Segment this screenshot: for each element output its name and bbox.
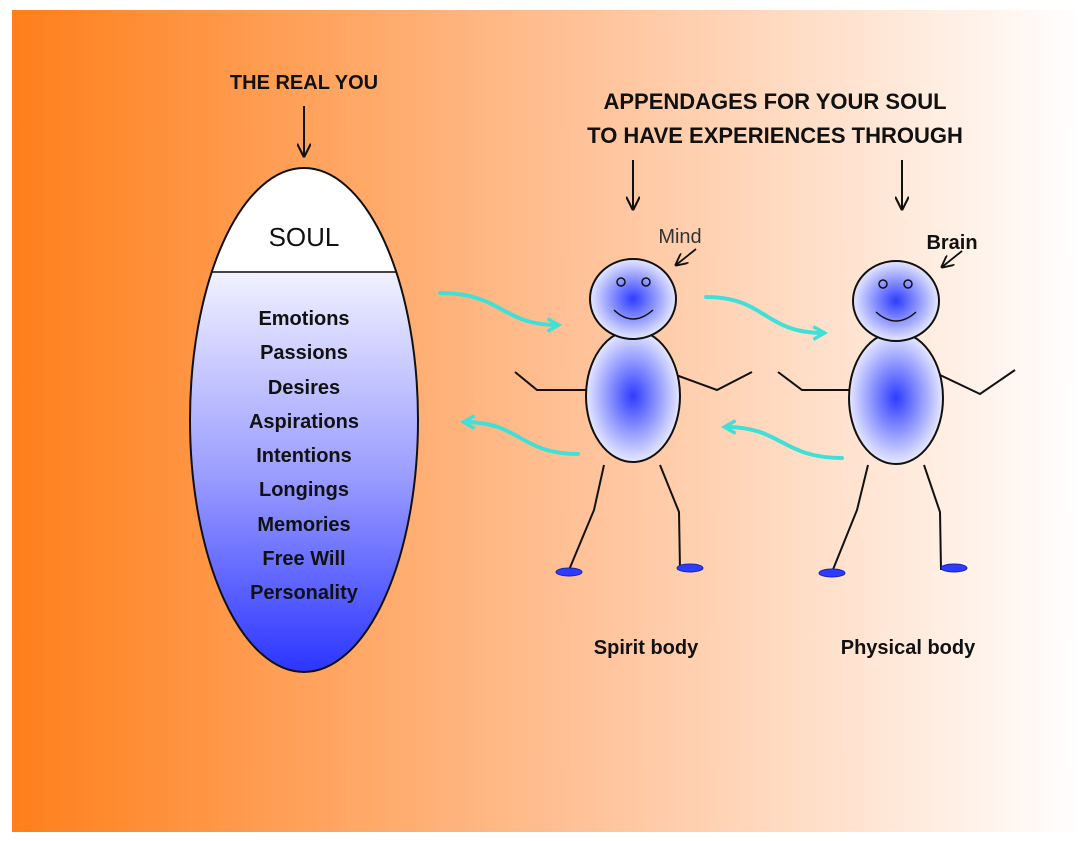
physical-head bbox=[853, 261, 939, 341]
real-you-title: THE REAL YOU bbox=[230, 72, 378, 95]
soul-attribute: Emotions bbox=[249, 302, 359, 336]
soul-attribute: Memories bbox=[249, 508, 359, 542]
spirit-left-foot bbox=[556, 568, 582, 576]
soul-attribute: Aspirations bbox=[249, 405, 359, 439]
brain-label: Brain bbox=[926, 232, 977, 255]
spirit-body-label: Spirit body bbox=[594, 637, 698, 660]
soul-attribute: Desires bbox=[249, 371, 359, 405]
spirit-torso bbox=[586, 330, 680, 462]
diagram-slide: THE REAL YOU APPENDAGES FOR YOUR SOUL TO… bbox=[12, 10, 1080, 832]
soul-attribute: Longings bbox=[249, 473, 359, 507]
spirit-right-foot bbox=[677, 564, 703, 572]
physical-body-label: Physical body bbox=[841, 637, 976, 660]
physical-torso bbox=[849, 332, 943, 464]
soul-attribute: Intentions bbox=[249, 439, 359, 473]
soul-attribute: Personality bbox=[249, 576, 359, 610]
appendages-title-line1: APPENDAGES FOR YOUR SOUL bbox=[603, 89, 946, 115]
soul-attribute-list: Emotions Passions Desires Aspirations In… bbox=[249, 302, 359, 611]
physical-left-foot bbox=[819, 569, 845, 577]
soul-attribute: Passions bbox=[249, 336, 359, 370]
soul-label: SOUL bbox=[269, 222, 340, 253]
appendages-title-line2: TO HAVE EXPERIENCES THROUGH bbox=[587, 123, 963, 149]
physical-right-foot bbox=[941, 564, 967, 572]
soul-attribute: Free Will bbox=[249, 542, 359, 576]
spirit-head bbox=[590, 259, 676, 339]
mind-label: Mind bbox=[658, 226, 701, 249]
